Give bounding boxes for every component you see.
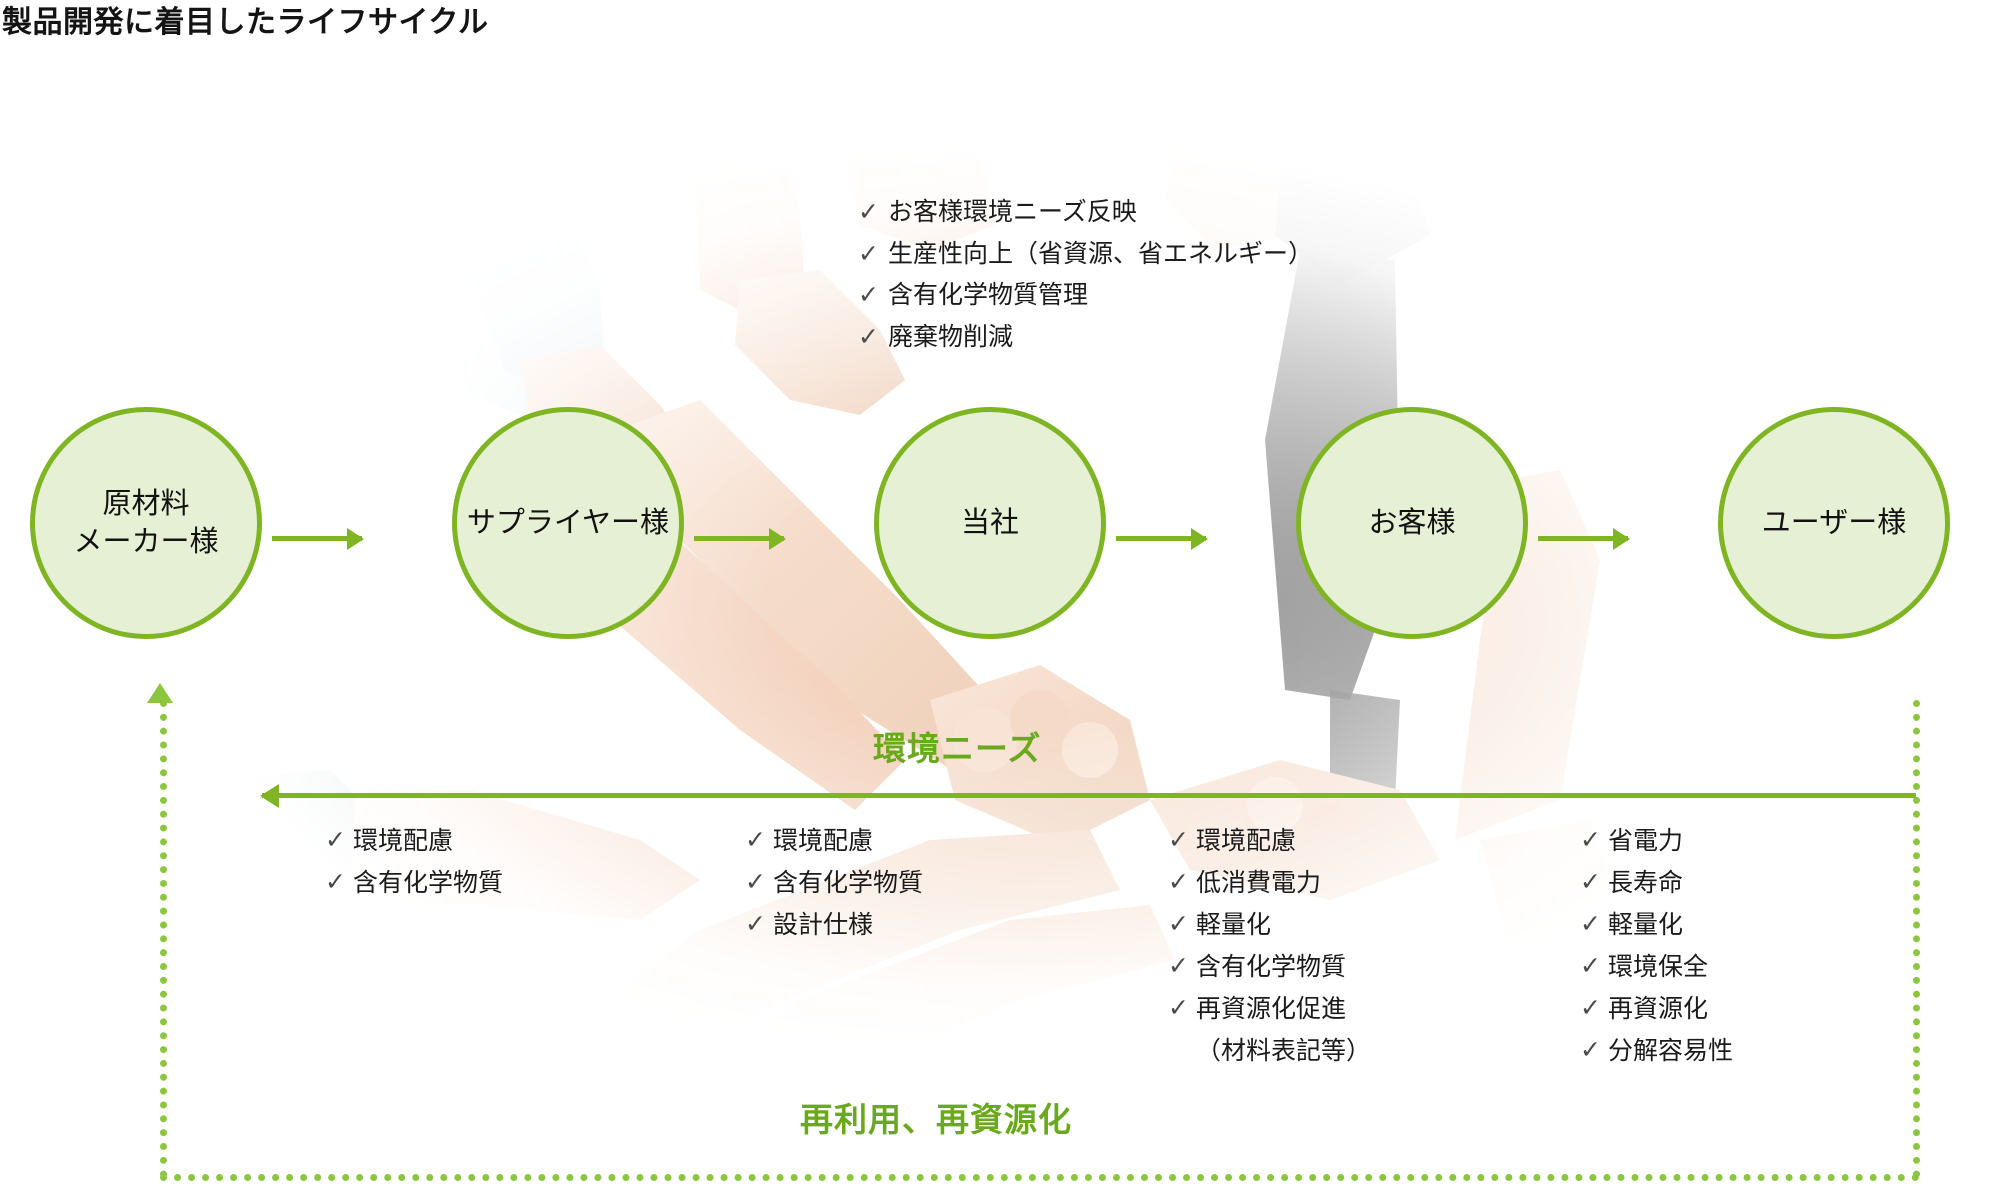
checklist-item: ✓ 含有化学物質 [745,862,923,904]
checklist-item: ✓ 環境配慮 [1168,820,1371,862]
checklist-item: ✓ 軽量化 [1580,904,1733,946]
checklist-item-label: 再資源化 [1608,995,1709,1023]
check-icon: ✓ [1580,910,1601,938]
checklist-item-label: 含有化学物質 [353,869,504,897]
checklist-item: ✓ 長寿命 [1580,862,1733,904]
recycle-dotted-path-right [1913,700,1920,1178]
checklist-item: ✓ 含有化学物質 [1168,946,1371,988]
checklist-item-label: 軽量化 [1196,911,1272,939]
flow-node-label: お客様 [1368,506,1456,539]
bottom-checklist-our-company: ✓ 環境配慮 ✓ 低消費電力 ✓ 軽量化 ✓ 含有化学物質 ✓ 再資源化促進 （… [1168,820,1371,1072]
check-icon: ✓ [1168,910,1189,938]
checklist-item-label: 生産性向上（省資源、省エネルギー） [888,239,1314,268]
bottom-checklist-customer: ✓ 省電力 ✓ 長寿命 ✓ 軽量化 ✓ 環境保全 ✓ 再資源化 ✓ 分解容易性 [1580,820,1733,1072]
checklist-item-label: 低消費電力 [1196,869,1322,897]
flow-arrow-2-icon [694,536,784,541]
flow-node-customer[interactable]: お客様 [1296,407,1528,639]
checklist-item: ✓ お客様環境ニーズ反映 [858,192,1313,234]
flow-node-label: 当社 [960,506,1019,539]
check-icon: ✓ [1168,868,1189,896]
checklist-item: ✓ 分解容易性 [1580,1030,1733,1072]
checklist-item: ✓ 環境配慮 [325,820,503,862]
checklist-item-label: 環境保全 [1608,953,1709,981]
recycle-dotted-path-bottom [160,1174,1920,1181]
flow-node-supplier[interactable]: サプライヤー様 [452,407,684,639]
bottom-checklist-raw-material-maker: ✓ 環境配慮 ✓ 含有化学物質 [325,820,503,904]
checklist-item-label: 含有化学物質 [773,869,924,897]
check-icon: ✓ [858,198,879,226]
top-checklist: ✓ お客様環境ニーズ反映 ✓ 生産性向上（省資源、省エネルギー） ✓ 含有化学物… [858,192,1313,358]
checklist-item: ✓ 軽量化 [1168,904,1371,946]
checklist-item-label: 含有化学物質 [1196,953,1347,981]
checklist-item-label: 省電力 [1608,827,1684,855]
checklist-item: ✓ 含有化学物質管理 [858,275,1313,317]
check-icon: ✓ [1580,826,1601,854]
checklist-item-label: お客様環境ニーズ反映 [888,198,1137,226]
check-icon: ✓ [325,826,346,854]
check-icon: ✓ [1580,868,1601,896]
flow-arrow-4-icon [1538,536,1628,541]
check-icon: ✓ [1168,826,1189,854]
check-icon: ✓ [1580,952,1601,980]
checklist-item: ✓ 環境保全 [1580,946,1733,988]
flow-node-label: ユーザー様 [1761,506,1907,539]
checklist-item-label: 環境配慮 [773,827,874,855]
check-icon: ✓ [745,868,766,896]
recycle-dotted-path-left [160,700,167,1178]
checklist-item-label: 含有化学物質管理 [888,281,1089,309]
check-icon: ✓ [858,322,879,351]
check-icon: ✓ [325,868,346,896]
flow-node-end-user[interactable]: ユーザー様 [1718,407,1950,639]
checklist-item-label: 分解容易性 [1608,1037,1734,1065]
page-title: 製品開発に着目したライフサイクル [2,6,489,39]
checklist-item-label: 長寿命 [1608,869,1684,897]
check-icon: ✓ [858,281,879,309]
flow-node-raw-material-maker[interactable]: 原材料 メーカー様 [30,407,262,639]
checklist-item: ✓ 環境配慮 [745,820,923,862]
check-icon: ✓ [1580,1036,1601,1064]
flow-node-our-company[interactable]: 当社 [874,407,1106,639]
flow-arrow-1-icon [272,536,362,541]
checklist-item: ✓ 低消費電力 [1168,862,1371,904]
checklist-item-note: （材料表記等） [1196,1037,1372,1065]
checklist-item: ✓ 廃棄物削減 [858,317,1313,359]
checklist-item: ✓ 設計仕様 [745,904,923,946]
checklist-item: ✓ 再資源化 [1580,988,1733,1030]
recycle-arrowhead-icon [147,683,173,703]
flow-node-label: サプライヤー様 [466,506,670,539]
check-icon: ✓ [1580,994,1601,1022]
environmental-needs-arrow-icon [262,793,1916,798]
checklist-item-label: 環境配慮 [1196,827,1297,855]
checklist-item-label: 設計仕様 [773,911,874,939]
check-icon: ✓ [1168,952,1189,980]
environmental-needs-heading: 環境ニーズ [873,730,1042,767]
checklist-item-label: 環境配慮 [353,827,454,855]
check-icon: ✓ [745,910,766,938]
bottom-checklist-supplier: ✓ 環境配慮 ✓ 含有化学物質 ✓ 設計仕様 [745,820,923,946]
check-icon: ✓ [745,826,766,854]
flow-arrow-3-icon [1116,536,1206,541]
checklist-item: ✓ 含有化学物質 [325,862,503,904]
checklist-item-label: 軽量化 [1608,911,1684,939]
checklist-item: ✓ 再資源化促進 [1168,988,1371,1030]
checklist-item: ✓ 省電力 [1580,820,1733,862]
checklist-item-label: 廃棄物削減 [888,322,1014,351]
check-icon: ✓ [1168,994,1189,1022]
reuse-recycle-heading: 再利用、再資源化 [800,1101,1072,1138]
flow-node-label: 原材料 メーカー様 [73,487,219,558]
checklist-item: ✓ 生産性向上（省資源、省エネルギー） [858,234,1313,276]
check-icon: ✓ [858,239,879,268]
checklist-item-label: 再資源化促進 [1196,995,1347,1023]
